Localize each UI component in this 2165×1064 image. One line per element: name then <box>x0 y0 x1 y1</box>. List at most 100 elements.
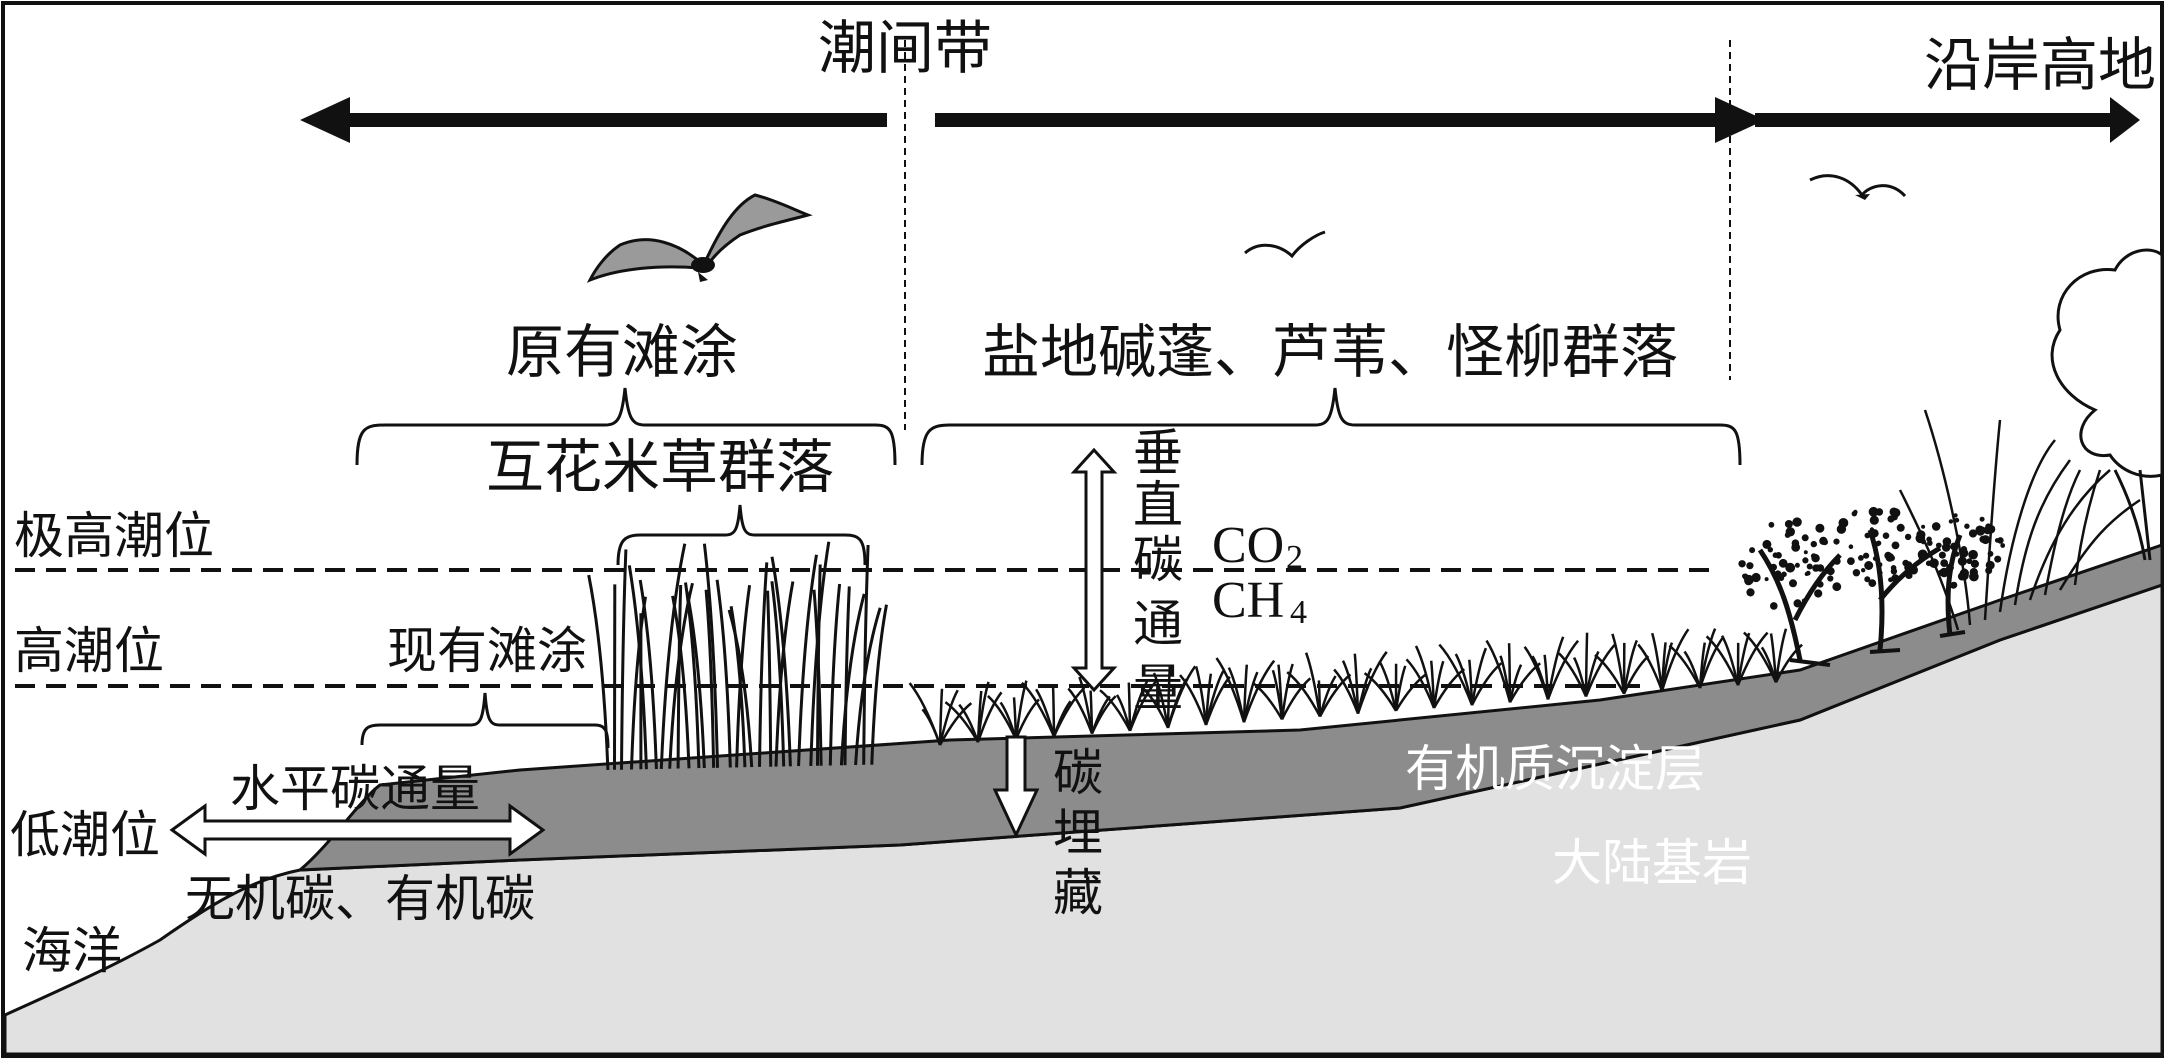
intertidal-left-arrow <box>300 97 887 143</box>
tamarix-leaf-dot <box>1976 527 1985 536</box>
tamarix-leaf-dot <box>1969 529 1977 537</box>
grass-blade <box>923 709 941 745</box>
grass-blade <box>1525 647 1548 700</box>
tamarix-leaf-dot <box>1964 524 1969 529</box>
grass-blade <box>1244 661 1274 723</box>
extreme-high-tide-label: 极高潮位 <box>14 507 214 565</box>
tamarix-leaf-dot <box>1746 562 1753 569</box>
grass-blade <box>1196 666 1206 725</box>
grass-blade <box>1334 670 1358 714</box>
grass-blade <box>1652 633 1662 691</box>
tamarix-leaf-dot <box>1802 534 1809 541</box>
tamarix-leaf-dot <box>1892 542 1900 550</box>
grass-blade <box>1319 680 1320 716</box>
horizontal-flux-label: 水平碳通量 <box>230 760 480 818</box>
tamarix-leaf-dot <box>1870 516 1879 525</box>
tamarix-leaf-dot <box>1869 507 1879 517</box>
co2-label: CO 2 <box>1212 517 1303 576</box>
tamarix-leaf-dot <box>1769 522 1775 528</box>
coastal-upland-label: 沿岸高地 <box>1924 31 2156 99</box>
grass-blade <box>1559 653 1586 696</box>
bat-bird-icon <box>590 195 808 282</box>
carbon-forms-label: 无机碳、有机碳 <box>185 870 535 928</box>
grass-blade <box>1054 688 1084 737</box>
tamarix-leaf-dot <box>1765 577 1769 581</box>
spartina-blade <box>760 562 767 767</box>
tamarix-leaf-dot <box>1847 557 1855 565</box>
grass-blade <box>1509 643 1510 702</box>
organic-layer-label: 有机质沉淀层 <box>1405 740 1705 798</box>
tamarix-leaf-dot <box>1773 605 1777 609</box>
tamarix-leaf-dot <box>1968 550 1978 560</box>
tamarix-leaf-dot <box>1897 524 1905 532</box>
tamarix-leaf-dot <box>1861 568 1865 572</box>
grass-blade <box>1229 668 1244 723</box>
vertical-flux-char: 量 <box>1133 659 1183 717</box>
tamarix-leaf-dot <box>1827 575 1833 581</box>
tamarix-leaf-dot <box>1832 582 1841 591</box>
low-tide-label: 低潮位 <box>10 806 160 864</box>
tamarix-leaf-dot <box>1853 569 1860 576</box>
spartina-blade <box>622 549 626 769</box>
grass-blade <box>1685 652 1701 689</box>
spartina-blade <box>589 575 608 770</box>
tamarix-leaf-dot <box>1905 534 1911 540</box>
tamarix-leaf-dot <box>1864 561 1873 570</box>
carbon-burial-char: 碳 <box>1053 744 1103 802</box>
tamarix-leaf-dot <box>1949 519 1953 523</box>
tamarix-leaf-dot <box>1814 589 1822 597</box>
tamarix-leaf-dot <box>1773 552 1779 558</box>
tamarix-leaf-dot <box>1939 552 1946 559</box>
grass-blade <box>1662 629 1688 691</box>
upland-arrow <box>1755 97 2140 143</box>
tamarix-leaf-dot <box>1795 563 1800 568</box>
tamarix-leaf-dot <box>1961 546 1968 553</box>
tamarix-leaf-dot <box>1807 564 1813 570</box>
tamarix-leaf-dot <box>1887 515 1894 522</box>
original-mudflat-label: 原有滩涂 <box>506 318 738 386</box>
tamarix-leaf-dot <box>1980 517 1985 522</box>
tree-icon <box>2052 250 2162 560</box>
grass-blade <box>1091 691 1092 734</box>
tamarix-leaf-dot <box>1812 564 1819 571</box>
grass-blade <box>1053 687 1054 736</box>
spartina-blade <box>799 555 817 766</box>
grass-blade <box>1036 689 1054 736</box>
intertidal-zone-label: 潮间带 <box>818 14 992 82</box>
bird-icon <box>1245 232 1325 256</box>
bedrock-label: 大陆基岩 <box>1552 834 1752 892</box>
tamarix-leaf-dot <box>1849 544 1854 549</box>
intertidal-right-arrow <box>935 97 1765 143</box>
vertical-flux-char: 直 <box>1133 476 1183 534</box>
ch4-label: CH 4 <box>1212 572 1307 631</box>
spartina-grass <box>589 542 887 770</box>
grass-blade <box>1472 648 1486 705</box>
tamarix-leaf-dot <box>1908 574 1912 578</box>
spartina-blade <box>678 585 681 769</box>
tamarix-leaf-dot <box>1927 540 1933 546</box>
tamarix-leaf-dot <box>1789 579 1797 587</box>
tamarix-leaf-dot <box>1833 539 1839 545</box>
tamarix-leaf-dot <box>1738 560 1745 567</box>
spartina-blade <box>717 580 730 768</box>
grass-blade <box>1320 675 1350 717</box>
carbon-burial-label: 碳 埋 藏 <box>1053 744 1103 922</box>
tamarix-leaf-dot <box>1890 508 1899 517</box>
tamarix-leaf-dot <box>1791 543 1800 552</box>
tamarix-leaf-dot <box>1785 563 1795 573</box>
existing-mudflat-brace <box>362 693 608 748</box>
ocean-label: 海洋 <box>22 922 122 980</box>
vertical-flux-char: 通 <box>1133 595 1183 653</box>
tamarix-leaf-dot <box>1811 554 1819 562</box>
tamarix-leaf-dot <box>1805 572 1809 576</box>
high-tide-label: 高潮位 <box>14 622 164 680</box>
tamarix-leaf-dot <box>1762 540 1771 549</box>
spartina-blade <box>830 584 839 766</box>
grass-blade <box>1358 652 1387 714</box>
grass-blade <box>1407 659 1435 708</box>
grass-blade <box>1487 641 1511 703</box>
tamarix-leaf-dot <box>1785 532 1791 538</box>
tamarix-leaf-dot <box>1802 557 1808 563</box>
tamarix-leaf-dot <box>1885 553 1894 562</box>
